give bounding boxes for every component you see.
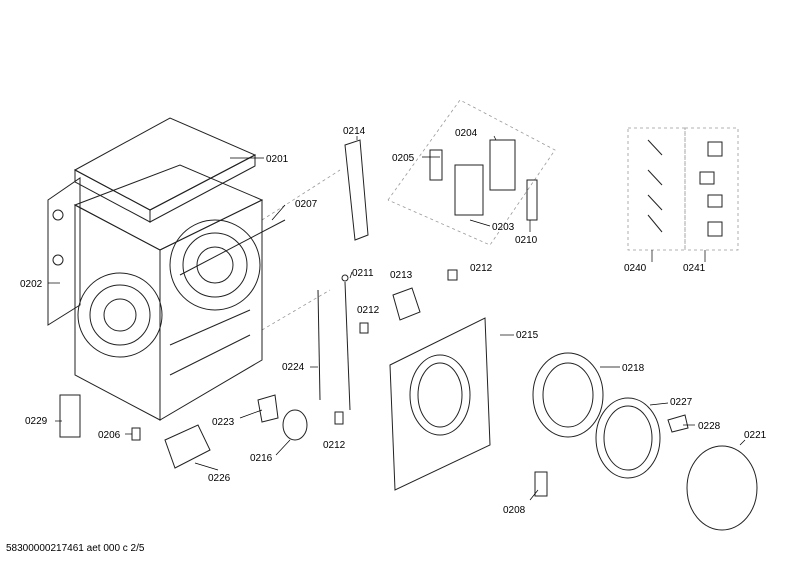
- label-0205: 0205: [392, 153, 415, 164]
- bracket-part: [344, 139, 369, 241]
- top-cover-part: [73, 117, 257, 223]
- screw-set-part: [647, 139, 663, 233]
- label-0202: 0202: [20, 279, 43, 290]
- cabinet-body-part: [73, 164, 264, 421]
- label-0206: 0206: [98, 430, 121, 441]
- lower-parts: [59, 394, 548, 497]
- label-0226: 0226: [208, 473, 231, 484]
- label-0203: 0203: [492, 222, 515, 233]
- label-0227: 0227: [670, 397, 693, 408]
- front-panel-part: [389, 317, 491, 491]
- leader-lines: [48, 135, 746, 501]
- label-0229: 0229: [25, 416, 48, 427]
- door-ring-part: [595, 397, 661, 479]
- rod-part: [317, 289, 321, 401]
- label-0215: 0215: [516, 330, 539, 341]
- label-0240: 0240: [624, 263, 647, 274]
- door-frame-part: [532, 352, 604, 438]
- label-0218: 0218: [622, 363, 645, 374]
- hose-part: [341, 274, 351, 411]
- small-clip-parts: [334, 269, 458, 425]
- clip-set-part: [699, 141, 723, 237]
- label-0241: 0241: [683, 263, 706, 274]
- label-0211: 0211: [352, 268, 374, 279]
- label-0210: 0210: [515, 235, 538, 246]
- label-0224: 0224: [282, 362, 305, 373]
- hinge-part: [667, 414, 689, 433]
- group-outlines: [261, 99, 739, 331]
- label-0207: 0207: [295, 199, 318, 210]
- label-0204: 0204: [455, 128, 478, 139]
- label-0228: 0228: [698, 421, 721, 432]
- label-0221: 0221: [744, 430, 767, 441]
- electronics-parts: [429, 139, 538, 221]
- module-part: [392, 287, 421, 321]
- cross-rail-part: [179, 219, 286, 276]
- part-labels: 0201 0202 0203 0204 0205 0206 0207 0208 …: [20, 126, 767, 516]
- label-0212-b: 0212: [357, 305, 380, 316]
- label-0212-a: 0212: [470, 263, 493, 274]
- label-0216: 0216: [250, 453, 273, 464]
- gasket-part: [686, 445, 758, 531]
- document-reference-footer: 58300000217461 aet 000 c 2/5: [6, 543, 145, 554]
- label-0214: 0214: [343, 126, 366, 137]
- label-0201: 0201: [266, 154, 289, 165]
- label-0213: 0213: [390, 270, 413, 281]
- label-0212-c: 0212: [323, 440, 346, 451]
- label-0223: 0223: [212, 417, 235, 428]
- label-0208: 0208: [503, 505, 526, 516]
